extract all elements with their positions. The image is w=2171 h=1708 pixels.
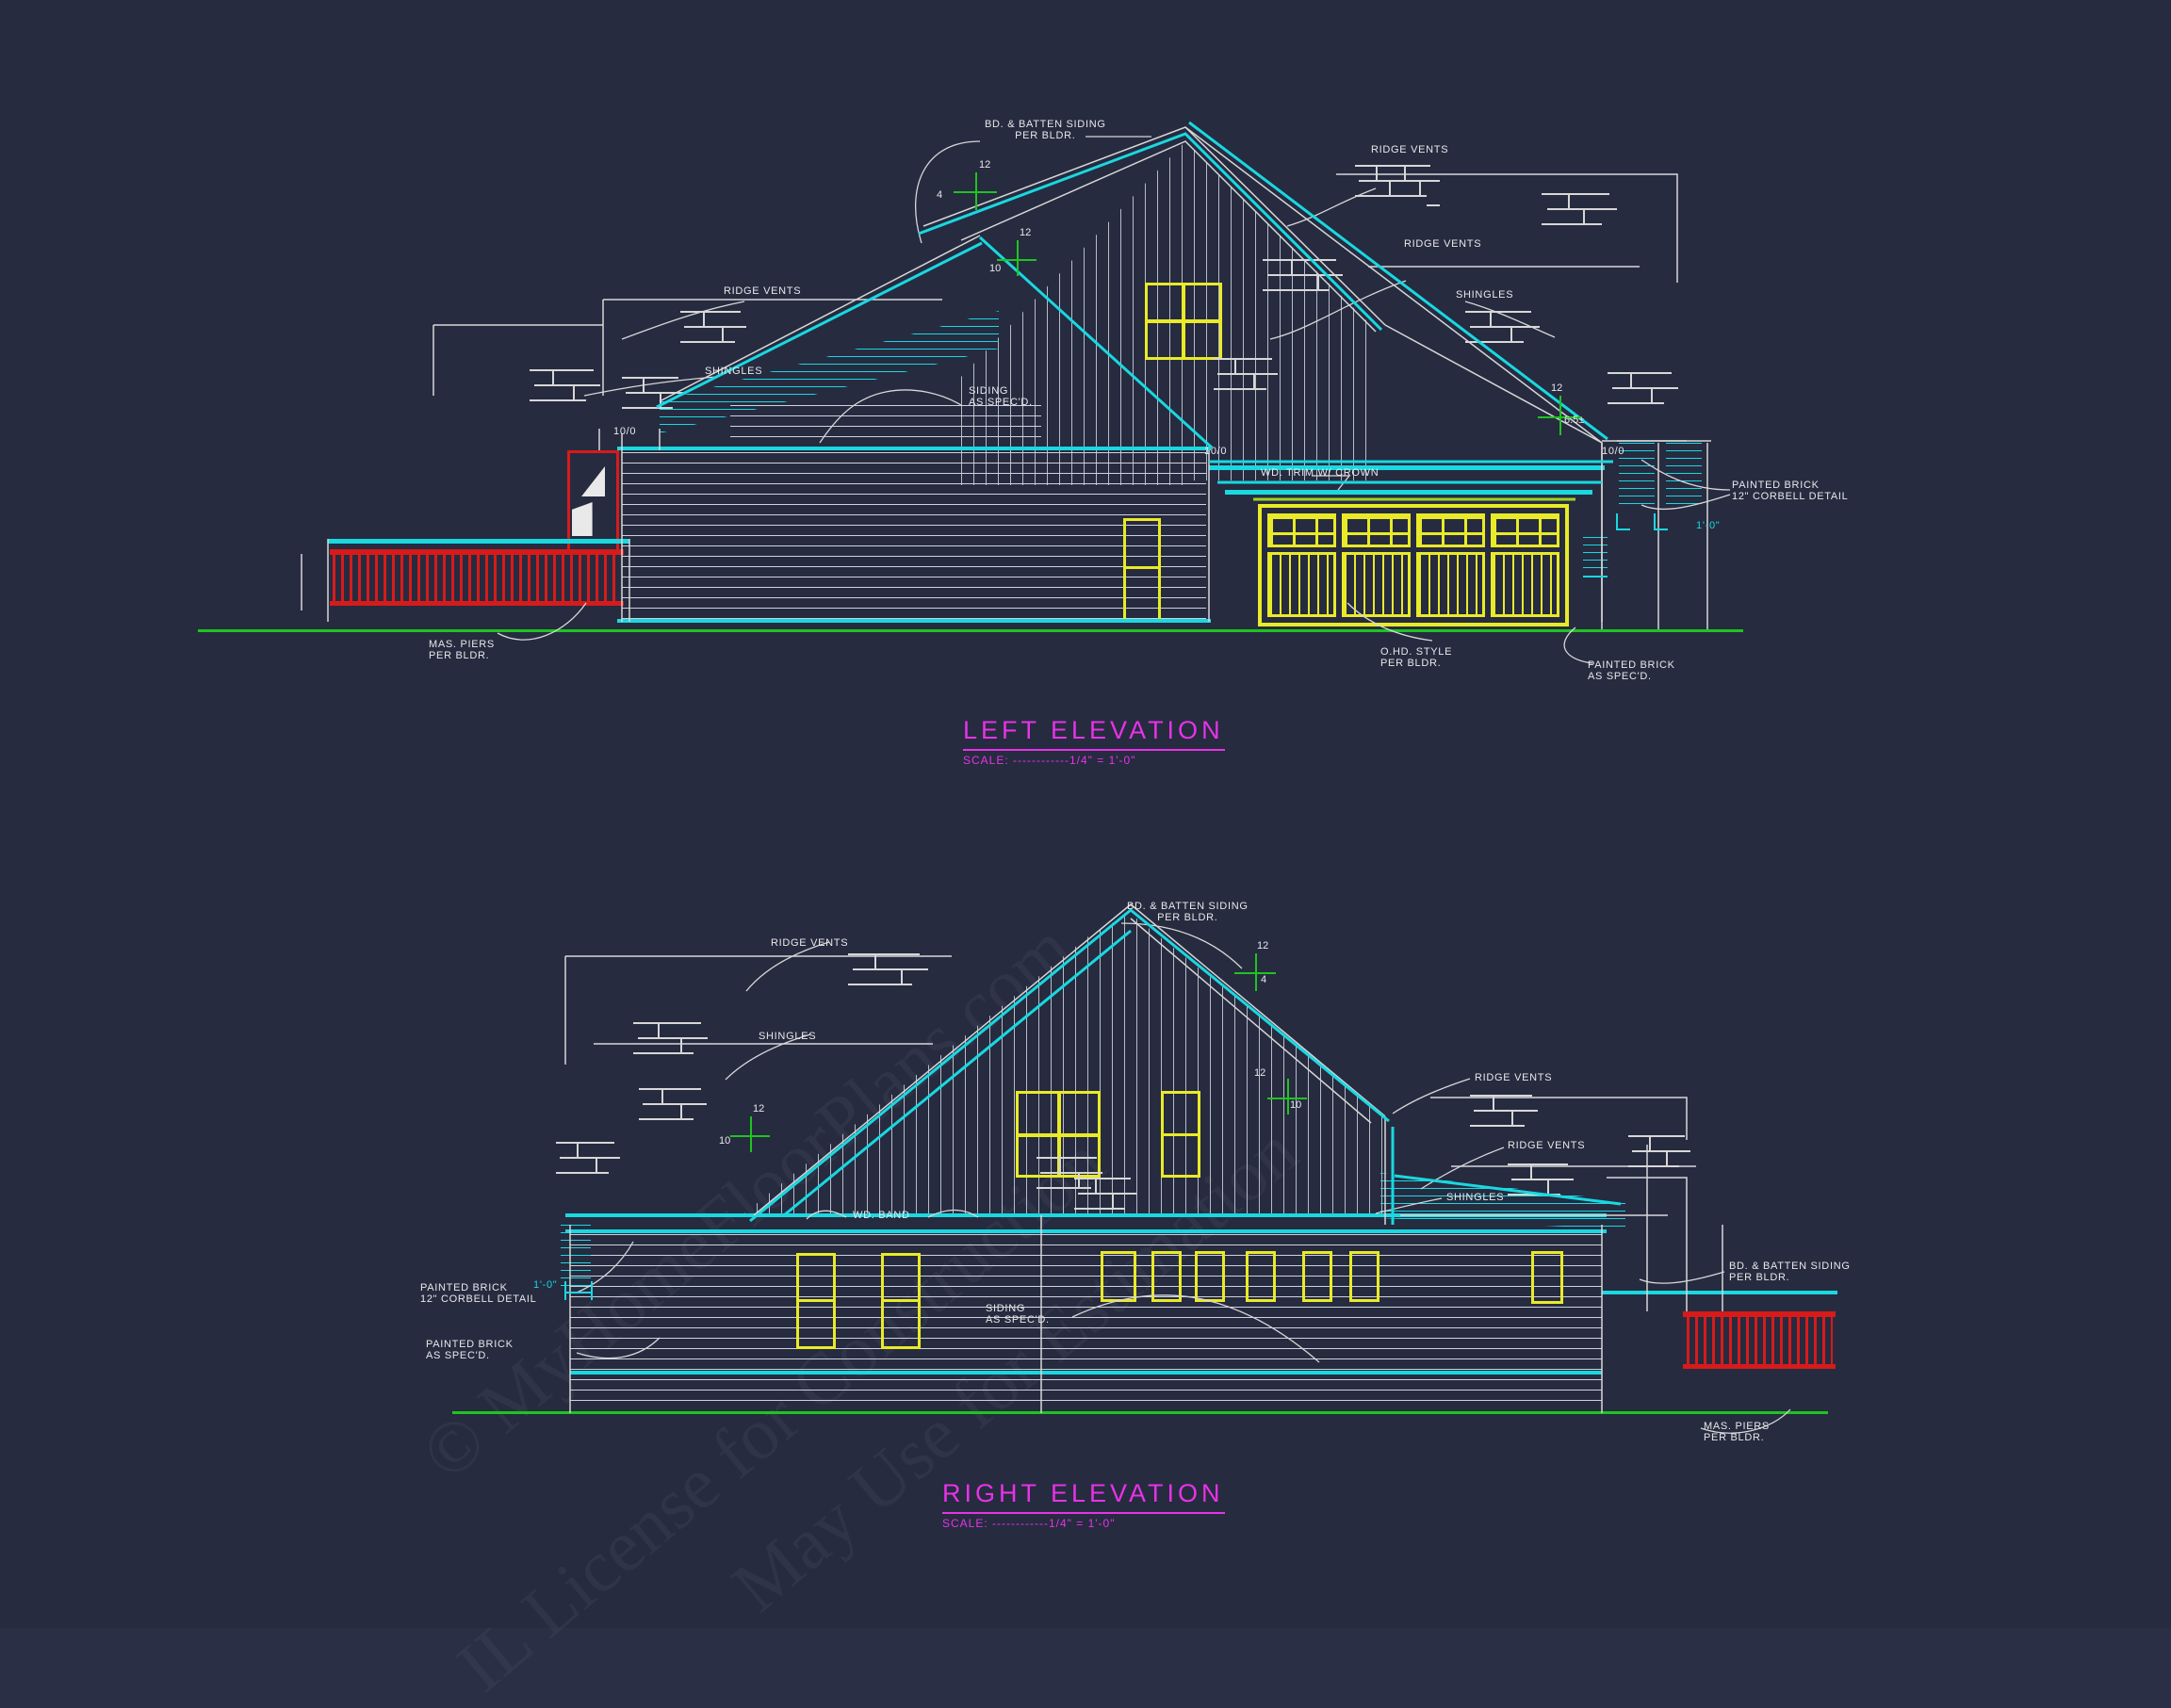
annotation-painted-brick-spec: PAINTED BRICK AS SPEC'D. <box>1588 659 1675 682</box>
porch-railing-slats-right <box>1687 1317 1833 1366</box>
side-window-left-elev[interactable] <box>1123 518 1161 622</box>
pitch-run-value: 12 <box>1020 227 1032 238</box>
left-elevation-title-underline <box>963 749 1225 751</box>
annotation-painted-brick-corbell: PAINTED BRICK 12" CORBELL DETAIL <box>1732 480 1849 502</box>
wall-lap-siding-left <box>622 452 1206 622</box>
annotation-ridge-vents-right: RIDGE VENTS <box>1371 144 1449 155</box>
pitch-rise-value: 10 <box>989 263 1002 274</box>
annotation-ridge-vents-right-1: RIDGE VENTS <box>1475 1072 1553 1083</box>
wd-band-line-top <box>565 1213 1607 1217</box>
annotation-bd-batten-siding: BD. & BATTEN SIDING PER BLDR. <box>985 119 1106 141</box>
first-floor-window-2[interactable] <box>881 1253 921 1349</box>
right-elevation-title: RIGHT ELEVATION <box>942 1479 1224 1507</box>
drawing-sheet: © MyHomeFloorPlans.com May Use for Estim… <box>198 119 1851 1530</box>
dim-head-height-mid: 10/0 <box>1204 446 1228 457</box>
pitch-rise-value: 6.5± <box>1564 415 1585 426</box>
dim-corbell-projection: 1'-0" <box>1696 520 1721 531</box>
annotation-bd-batten-right-end: BD. & BATTEN SIDING PER BLDR. <box>1729 1261 1851 1283</box>
pitch-rise-value: 4 <box>937 189 943 201</box>
porch-rail-top-right <box>1683 1311 1836 1317</box>
annotation-painted-brick-spec-right: PAINTED BRICK AS SPEC'D. <box>426 1339 514 1361</box>
gable-window-right-single[interactable] <box>1161 1091 1200 1178</box>
right-wall-base-band <box>570 1371 1602 1375</box>
dim-head-height-left: 10/0 <box>613 426 637 437</box>
annotation-siding-as-specd: SIDING AS SPEC'D. <box>969 385 1033 408</box>
right-elevation-title-underline <box>942 1512 1225 1514</box>
pitch-rise-value: 10 <box>1290 1099 1302 1111</box>
pitch-run-value: 12 <box>979 159 991 171</box>
garage-header-trim-band-2 <box>1225 490 1592 495</box>
annotation-shingles-left: SHINGLES <box>705 366 763 377</box>
grade-line-right-elev <box>452 1411 1828 1414</box>
porch-railing-slats <box>333 554 620 603</box>
brick-corbel-column-b <box>1666 443 1702 511</box>
band-window-6[interactable] <box>1349 1251 1379 1302</box>
dim-corbell-projection-right: 1'-0" <box>533 1279 558 1291</box>
annotation-wd-band: WD. BAND <box>853 1210 910 1221</box>
annotation-shingles-left-right-elev: SHINGLES <box>759 1031 817 1042</box>
entry-door-panel <box>572 502 593 536</box>
wall-lap-siding-right <box>570 1234 1602 1408</box>
porch-rail-bottom <box>330 601 624 606</box>
dim-head-height-right: 10/0 <box>1602 446 1625 457</box>
annotation-painted-brick-corbell-right: PAINTED BRICK 12" CORBELL DETAIL <box>420 1282 537 1305</box>
pitch-run-value: 12 <box>1551 382 1563 394</box>
porch-rail-bottom-right <box>1683 1364 1836 1369</box>
band-window-1[interactable] <box>1101 1251 1136 1302</box>
pitch-rise-value: 4 <box>1261 974 1267 985</box>
pitch-rise-value: 10 <box>719 1135 731 1147</box>
annotation-ridge-vents-left-right-elev: RIDGE VENTS <box>771 937 849 949</box>
annotation-ridge-vents-mid: RIDGE VENTS <box>1404 238 1482 250</box>
wd-band-line-bottom <box>565 1229 1607 1233</box>
band-window-2[interactable] <box>1151 1251 1182 1302</box>
annotation-ridge-vents-right-2: RIDGE VENTS <box>1508 1140 1586 1151</box>
annotation-siding-as-specd-right: SIDING AS SPEC'D. <box>986 1303 1050 1326</box>
annotation-shingles-right-elev: SHINGLES <box>1446 1192 1505 1203</box>
annotation-shingles-right: SHINGLES <box>1456 289 1514 301</box>
annotation-ohd-style: O.HD. STYLE PER BLDR. <box>1380 646 1453 669</box>
pitch-run-value: 12 <box>753 1103 765 1114</box>
gable-window-right-pair[interactable] <box>1016 1091 1101 1178</box>
annotation-ridge-vents-left: RIDGE VENTS <box>724 285 802 297</box>
annotation-wd-trim-crown: WD. TRIM W/ CROWN <box>1261 467 1379 479</box>
first-floor-window-1[interactable] <box>796 1253 836 1349</box>
annotation-mas-piers: MAS. PIERS PER BLDR. <box>429 639 495 661</box>
wall-base-band-bottom <box>617 619 1211 623</box>
annotation-mas-piers-right: MAS. PIERS PER BLDR. <box>1704 1421 1770 1443</box>
porch-beam-band <box>328 539 629 544</box>
porch-post-hatch <box>1583 537 1608 575</box>
left-elevation-scale: SCALE: ------------1/4" = 1'-0" <box>963 754 1136 767</box>
pitch-run-value: 12 <box>1257 940 1269 952</box>
left-elevation-title: LEFT ELEVATION <box>963 716 1224 744</box>
garage-overhead-door[interactable] <box>1258 504 1569 626</box>
band-window-4[interactable] <box>1246 1251 1276 1302</box>
annotation-bd-batten-siding-right-elev: BD. & BATTEN SIDING PER BLDR. <box>1127 901 1249 923</box>
grade-line-left-elev <box>198 629 1743 632</box>
band-window-7[interactable] <box>1531 1251 1563 1304</box>
gable-window-left-elev[interactable] <box>1145 283 1222 360</box>
right-porch-beam <box>1602 1291 1837 1294</box>
band-window-3[interactable] <box>1195 1251 1225 1302</box>
right-elevation-scale: SCALE: ------------1/4" = 1'-0" <box>942 1517 1116 1530</box>
pitch-run-value: 12 <box>1254 1067 1266 1079</box>
band-window-5[interactable] <box>1302 1251 1332 1302</box>
brick-corbel-column-right-elev <box>561 1225 591 1291</box>
wall-base-band-left <box>617 447 1211 450</box>
